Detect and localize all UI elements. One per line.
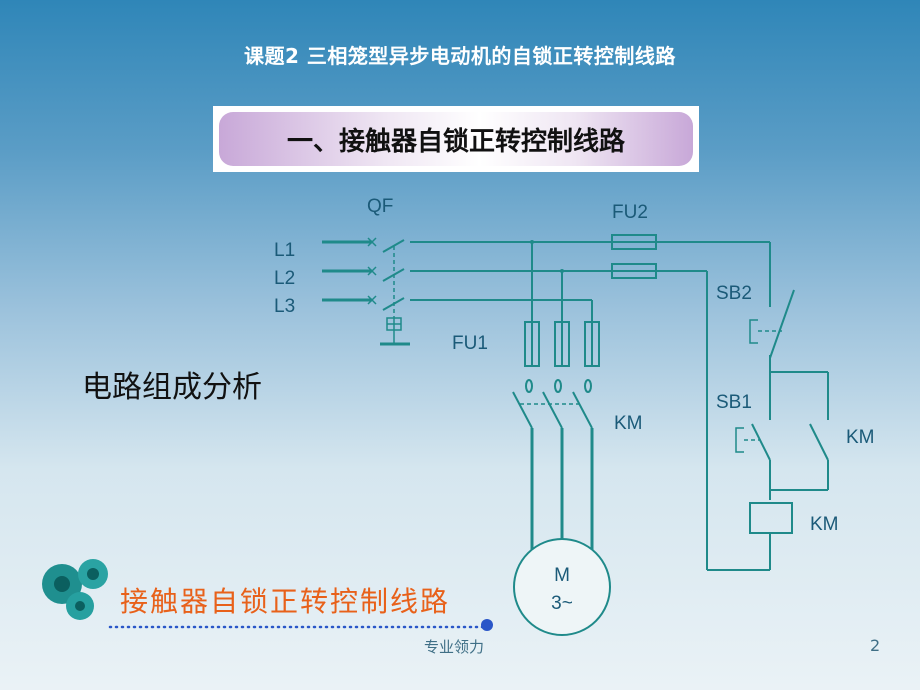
motor-phase-label: 3~ (551, 593, 573, 614)
km-coil-label: KM (810, 514, 839, 535)
gear-icon (42, 559, 108, 620)
terminal-w (584, 379, 592, 393)
km-selflock-contact (809, 423, 829, 461)
terminal-v (554, 379, 562, 393)
footer-text: 专业领力 (424, 638, 485, 656)
footer-dot (481, 619, 493, 631)
l1-label: L1 (274, 240, 295, 261)
junction-l1 (530, 240, 534, 244)
terminal-u (525, 379, 533, 393)
km-main-contact-1 (512, 391, 533, 429)
km-coil (749, 502, 793, 534)
km-main-label: KM (614, 413, 643, 434)
sb2-label: SB2 (716, 283, 752, 304)
qf-label: QF (367, 196, 393, 217)
section-banner-label: 一、接触器自锁正转控制线路 (219, 112, 693, 166)
km-main-contact-3 (572, 391, 593, 429)
km-aux-label: KM (846, 427, 875, 448)
qf-cross-marks (367, 237, 377, 305)
section-banner: 一、接触器自锁正转控制线路 (213, 106, 699, 172)
fu2-label: FU2 (612, 202, 648, 223)
footer-title: 接触器自锁正转控制线路 (120, 585, 451, 618)
page-title: 课题2 三相笼型异步电动机的自锁正转控制线路 (244, 44, 676, 68)
sb1-button (735, 427, 744, 453)
km-main-contact-2 (542, 391, 563, 429)
sb1-label: SB1 (716, 392, 752, 413)
l3-label: L3 (274, 296, 295, 317)
sb2-button (749, 319, 758, 344)
motor-symbol (513, 538, 611, 636)
junction-l2 (560, 269, 564, 273)
motor-m-label: M (554, 565, 570, 586)
sb1-contact (751, 423, 771, 461)
l2-label: L2 (274, 268, 295, 289)
fu1-label: FU1 (452, 333, 488, 354)
page-number: 2 (870, 636, 881, 655)
analysis-heading: 电路组成分析 (82, 370, 262, 405)
sb2-contact (769, 289, 795, 359)
